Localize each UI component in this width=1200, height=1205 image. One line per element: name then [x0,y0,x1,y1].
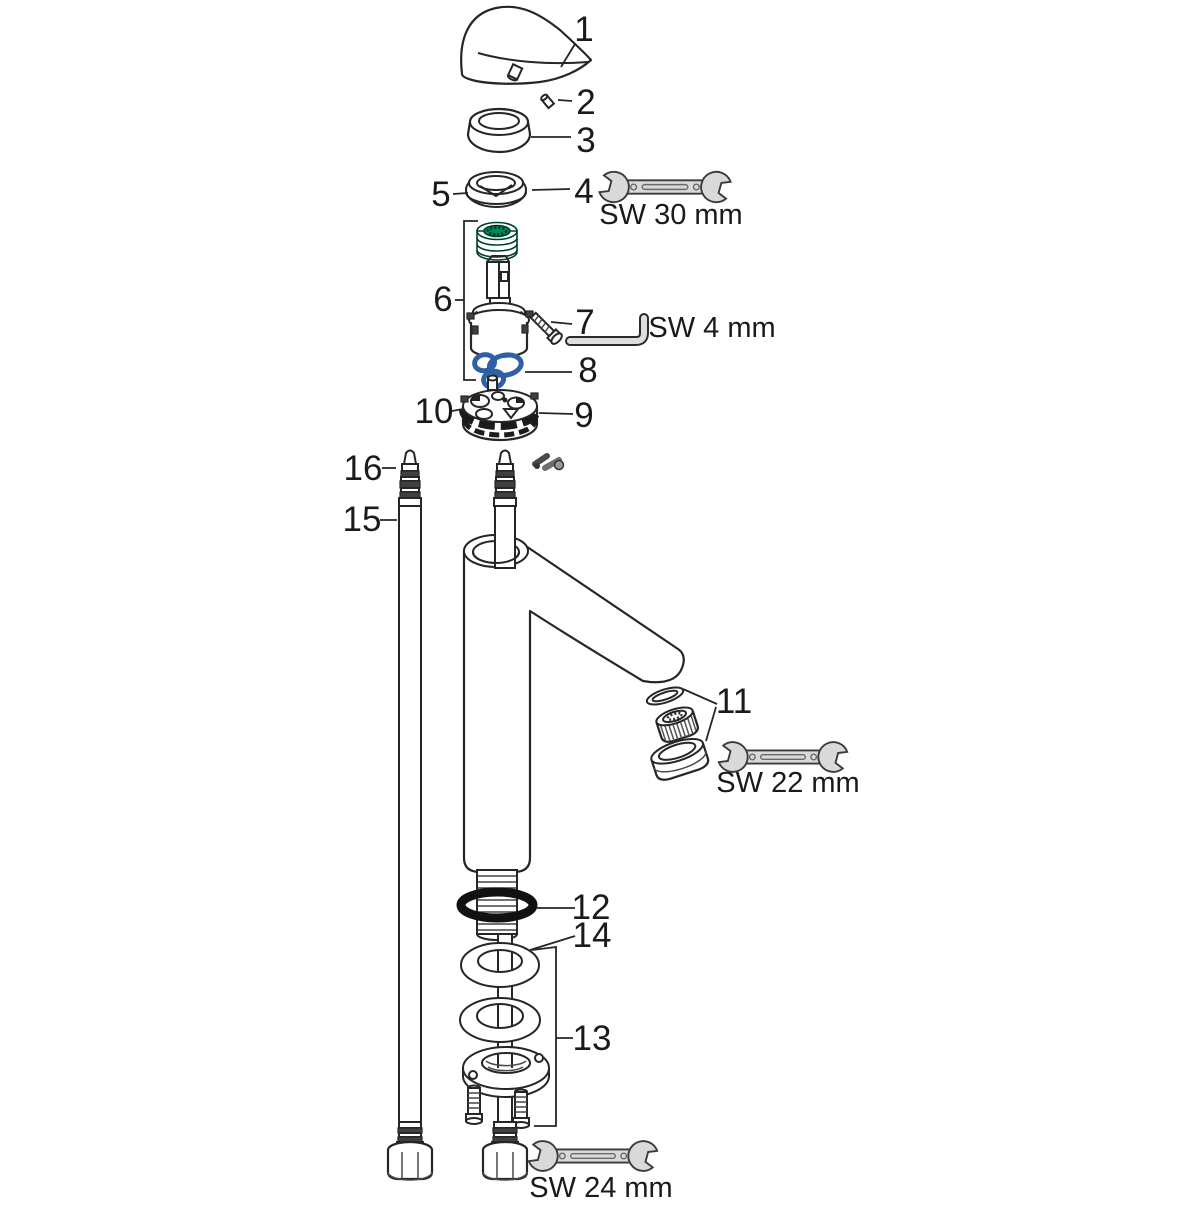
callout-14: 14 [573,916,612,955]
part-6a-green-seal [476,221,518,261]
leader-4 [531,188,571,191]
part-9-10-cartridge-disc [459,374,541,442]
leader-5 [452,192,469,195]
bracket-13 [531,945,557,1127]
part-6b-cartridge [466,255,534,359]
callouts: 1 2 3 4 5 6 7 8 9 10 11 12 13 14 15 16 [343,10,752,1127]
callout-12: 12 [572,888,611,927]
wrench-sw24-icon [527,1138,659,1174]
part-7-screw [529,311,563,345]
callout-15: 15 [343,500,382,539]
tool-size-label-sw30: SW 30 mm [599,199,742,231]
part-15-hose-tube [398,505,422,1123]
callout-10: 10 [415,392,454,431]
leader-11b [705,706,717,742]
tool-size-label-sw4: SW 4 mm [648,312,775,344]
part-15-16-supply-hose [386,449,434,1182]
leader-1 [560,43,576,68]
callout-9: 9 [574,396,593,435]
callout-4: 4 [574,172,593,211]
leader-2 [557,99,573,102]
callout-8: 8 [578,351,597,390]
callout-5: 5 [431,175,450,214]
callout-6: 6 [433,280,452,319]
callout-13: 13 [573,1019,612,1058]
part-11-aerator-set [645,686,710,781]
leader-7 [550,321,573,325]
part-13-washer-2 [459,997,542,1043]
part-12-base-seal [456,887,538,923]
tool-size-label-sw22: SW 22 mm [716,767,859,799]
part-6-cartridge-assembly [463,220,534,390]
part-14-washer [460,942,541,988]
leader-9 [538,412,574,415]
callout-3: 3 [576,121,595,160]
part-4-5-cartridge-nut [465,171,527,208]
part-16-hose-connector [398,449,422,507]
hose-bottom-nut [386,1120,434,1182]
leader-14 [529,935,576,951]
mounting-flange [462,1046,551,1098]
part-8-seal-ring-set [472,352,524,390]
part-3-handle-cap-ring [466,107,532,154]
faucet-body [462,505,685,874]
part-2-grub-screw [540,93,556,110]
mounting-clip [532,453,565,471]
callout-7: 7 [575,303,594,342]
callout-16: 16 [344,449,383,488]
threaded-shank [476,869,518,941]
leader-10 [451,408,464,412]
leader-11a [682,688,718,705]
flange-screw-left [465,1084,483,1125]
callout-2: 2 [576,83,595,122]
callout-11: 11 [716,682,752,721]
tool-size-label-sw24: SW 24 mm [529,1172,672,1200]
callout-1: 1 [574,10,593,49]
rod-bottom-nut [481,1120,529,1182]
hex-key-sw4-icon [565,313,649,346]
part-1-lever-handle [460,5,593,85]
